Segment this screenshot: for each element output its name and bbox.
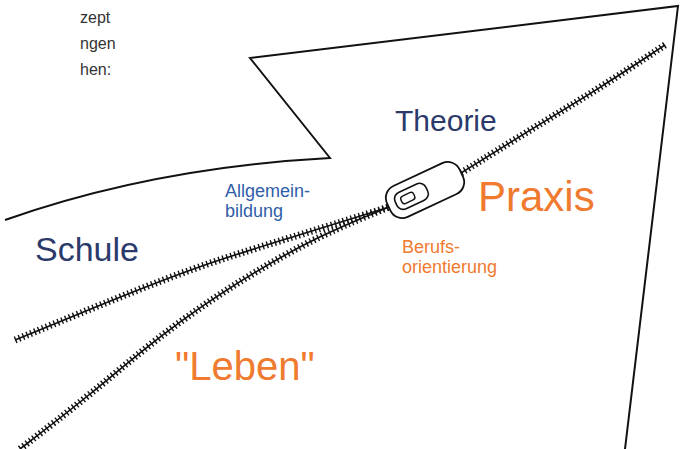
school-word: Schule: [35, 232, 139, 266]
practice-word: Praxis: [478, 176, 595, 218]
label-text: Theorie: [395, 104, 497, 137]
zipper-strand: [20, 207, 389, 449]
label-text: Berufs- orientierung: [402, 237, 497, 277]
label-text: Schule: [35, 230, 139, 268]
theory-word: Theorie: [395, 106, 497, 136]
label-text: hen:: [80, 61, 111, 78]
education-word: Allgemein- bildung: [225, 182, 310, 222]
cropped-text: hen:: [80, 62, 111, 78]
zipper: [15, 45, 665, 449]
label-text: zept: [80, 9, 110, 26]
label-text: Praxis: [478, 173, 595, 220]
zipper-teeth: [20, 207, 389, 449]
zipper-teeth: [15, 207, 389, 340]
career-word: Berufs- orientierung: [402, 238, 497, 278]
label-text: "Leben": [175, 344, 315, 388]
label-text: Allgemein- bildung: [225, 181, 310, 221]
zipper-strand: [15, 207, 389, 340]
life-word: "Leben": [175, 346, 315, 386]
arrow-outline: [5, 6, 678, 449]
cropped-text: zept: [80, 10, 110, 26]
label-text: ngen: [80, 35, 116, 52]
cropped-text: ngen: [80, 36, 116, 52]
zipper-slider: [382, 158, 469, 223]
